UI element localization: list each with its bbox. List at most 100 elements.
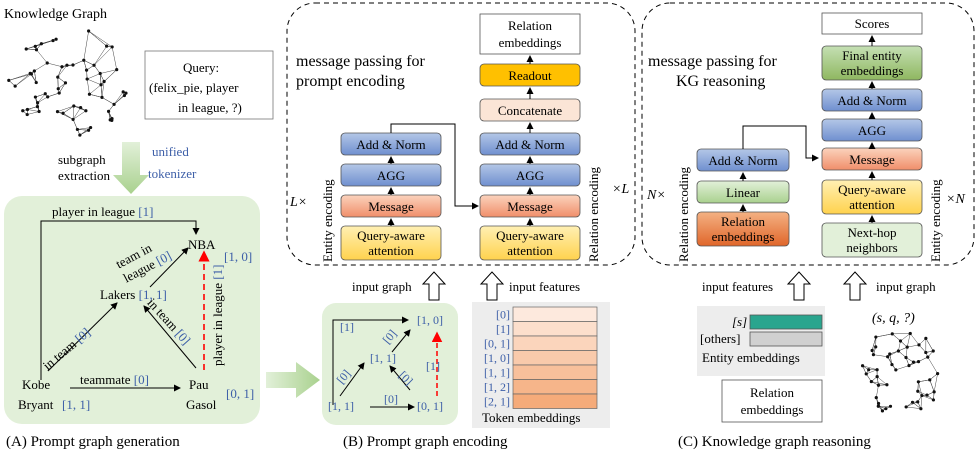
kg-edge [58,67,62,77]
node-kobe-2: Bryant [18,397,54,412]
right-arrow-icon [266,362,320,398]
kg-edge [102,97,114,104]
c-final-1: Final entity [842,48,902,63]
s-label: [s] [732,314,747,329]
kg-node [105,45,108,48]
kg-node [888,352,891,355]
b-pg-l2: [1, 0] [417,313,443,327]
kg-edge [907,345,919,347]
kg-node [78,133,81,136]
node-kobe-id: [1, 1] [62,397,90,412]
b-right-add-norm-label: Add & Norm [495,137,564,152]
kg-edge [38,97,48,103]
node-lakers: Lakers [1, 1] [100,287,167,302]
kg-node [46,61,49,64]
edge-label-pil-query: player in league [1] [210,265,225,366]
b-left-agg-label: AGG [377,168,405,183]
kg-node [110,117,113,120]
kg-edge [34,63,47,71]
relation-encoding-c: Relation encoding [676,167,691,262]
kg-edge [63,113,73,119]
kg-label: Knowledge Graph [4,7,107,22]
input-features-b: input features [509,279,580,294]
kg-edge [63,106,74,113]
entity-emb-caption: Entity embeddings [702,350,800,365]
kg-edge [112,47,117,70]
kg-edge [926,338,933,351]
kg-node [919,407,922,410]
c-agg-label: AGG [858,123,886,138]
b-left-message-label: Message [368,199,414,214]
entity-encoding-c: Entity encoding [928,179,943,262]
kg-node [904,356,907,359]
kg-edge [87,79,101,85]
kg-node [124,92,127,95]
others-label: [others] [700,331,740,346]
kg-node [87,29,90,32]
caption-a: (A) Prompt graph generation [6,434,180,450]
kg-edge [114,92,123,104]
kg-node [84,109,87,112]
kg-node [891,332,894,335]
kg-node [925,394,928,397]
token-id: [0] [496,308,510,322]
kg-edge [73,106,74,119]
kg-node [99,72,102,75]
kg-edge [930,380,934,392]
kg-node [34,95,37,98]
kg-node [884,407,887,410]
b-right-relemb-2: embeddings [499,35,562,50]
token-id: [1, 1] [484,366,510,380]
kg-node [875,368,878,371]
b-pg-l9: [0] [384,392,398,406]
kg-edge [934,374,937,392]
kg-node [65,64,68,67]
kg-node [71,63,74,66]
kg-node [86,77,89,80]
kg-node [21,109,24,112]
query-c: (s, q, ?) [872,311,915,326]
kg-edge [921,396,922,409]
kg-edge [59,83,65,93]
kg-node [26,108,29,111]
c-relemb-1: Relation [721,214,766,229]
kg-node [877,384,880,387]
kg-node [57,87,60,90]
kg-node [924,351,927,354]
kg-node [82,59,85,62]
kg-node [46,95,49,98]
kg-node [112,103,115,106]
node-nba: NBA [188,237,216,252]
b-pg-l10: [0, 1] [417,399,443,413]
kg-node [870,380,873,383]
token-id: [2, 1] [484,395,510,409]
kg-node [875,396,878,399]
kg-node [885,383,888,386]
kg-node [865,372,868,375]
kg-node [14,84,17,87]
c-qa-2: attention [849,197,895,212]
kg-edge [101,85,102,98]
kg-node [911,401,914,404]
token-id: [1, 2] [484,380,510,394]
kg-node [36,105,39,108]
kg-edge [928,357,938,374]
c-nexthop-1: Next-hop [847,225,896,240]
kg-node [35,81,38,84]
kg-node [99,83,102,86]
kg-edge [89,31,113,47]
unified-label: unified [152,144,189,159]
kg-node [87,129,90,132]
kg-node [56,76,59,79]
kg-node [36,101,39,104]
kg-node [115,68,118,71]
b-left-qa-label-1: Query-aware [357,228,425,243]
c-add-norm-label: Add & Norm [708,153,777,168]
node-nba-id: [1, 0] [224,249,252,264]
kg-node [76,128,79,131]
dashed-box-c [642,3,974,265]
query-line-3: in league, ?) [178,100,242,115]
kg-edge [58,106,74,112]
kg-node [877,402,880,405]
kg-edge [73,108,81,120]
